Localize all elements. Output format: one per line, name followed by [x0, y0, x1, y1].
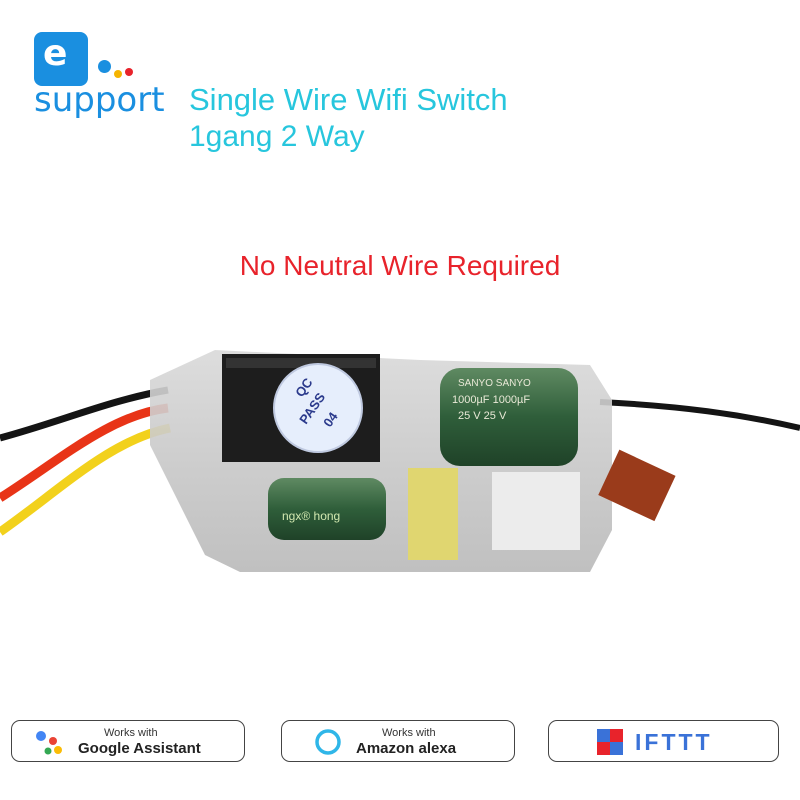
esupport-logo: e support [34, 32, 174, 122]
switch-module-image: QC PASS 04 SANYO SANYO 1000µF 1000µF 25 … [0, 350, 800, 572]
ifttt-badge: IFTTT [548, 720, 779, 762]
product-title: Single Wire Wifi Switch [189, 82, 508, 117]
cap-brand: SANYO SANYO [458, 378, 531, 389]
logo-dot-yellow [114, 70, 122, 78]
cap-voltage: 25 V 25 V [458, 410, 507, 422]
google-badge-big: Google Assistant [78, 740, 201, 757]
yellow-wire [0, 423, 171, 536]
alexa-icon [315, 729, 341, 755]
alexa-badge-big: Amazon alexa [356, 740, 457, 757]
capacitor-small [268, 478, 386, 540]
tagline: No Neutral Wire Required [239, 250, 561, 281]
ifttt-badge-text: IFTTT [635, 729, 713, 755]
google-assistant-badge: Works with Google Assistant [11, 720, 245, 762]
cap2-text: ngx® hong [282, 509, 340, 523]
cap-value: 1000µF 1000µF [452, 394, 530, 406]
logo-dot-red [125, 68, 133, 76]
amazon-alexa-badge: Works with Amazon alexa [281, 720, 515, 762]
ifttt-logo-icon [597, 729, 623, 755]
logo-box: e [34, 32, 88, 86]
logo-letter: e [43, 33, 68, 74]
qc-sticker [273, 363, 363, 453]
black-wire-right [599, 399, 800, 431]
black-wire-left [0, 386, 169, 442]
google-badge-small: Works with [104, 727, 158, 739]
logo-dot-blue [98, 60, 111, 73]
logo-wordmark: support [34, 80, 165, 120]
product-subtitle: 1gang 2 Way [189, 120, 365, 153]
wifi-module [492, 472, 580, 550]
capacitor-large [440, 368, 578, 466]
red-wire [0, 403, 169, 502]
inductor-yellow [408, 468, 458, 560]
alexa-badge-small: Works with [382, 727, 436, 739]
google-assistant-icon [36, 731, 62, 755]
antenna-coil [598, 449, 676, 522]
